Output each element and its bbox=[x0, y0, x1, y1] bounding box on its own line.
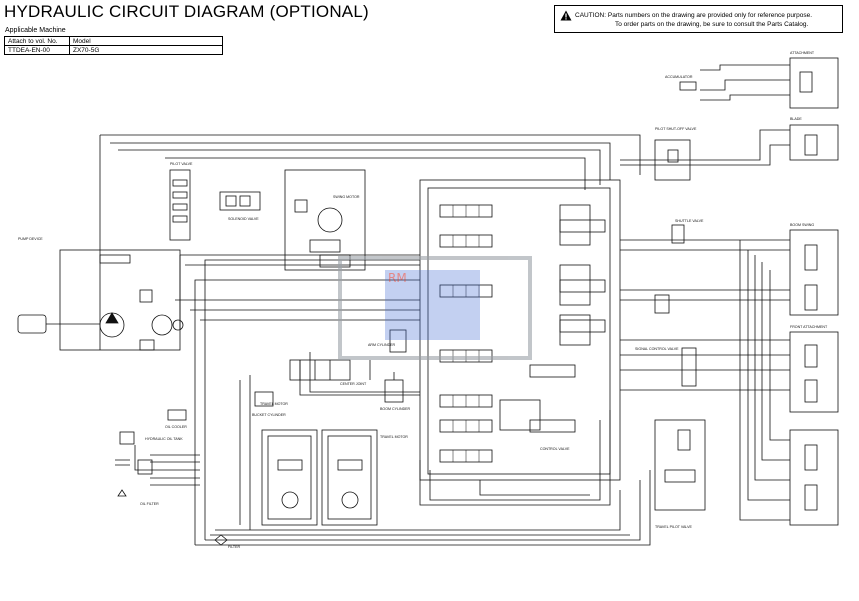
hydraulic-oil-tank-label: HYDRAULIC OIL TANK bbox=[145, 437, 183, 441]
center-joint-label: CENTER JOINT bbox=[340, 382, 367, 386]
boom-swing-label: BOOM SWING bbox=[790, 223, 814, 227]
hose-line bbox=[205, 480, 641, 541]
hose-line bbox=[165, 157, 586, 190]
oil-cooler bbox=[167, 409, 187, 421]
swing-motor bbox=[284, 169, 366, 271]
oil-filter-label: OIL FILTER bbox=[140, 502, 159, 506]
oil-cooler-label: OIL COOLER bbox=[165, 425, 187, 429]
hose-line bbox=[429, 420, 601, 501]
hose-line bbox=[299, 360, 420, 396]
pilot-shut-off-valve bbox=[654, 139, 691, 181]
hose-line bbox=[754, 255, 790, 481]
model-value: ZX70-5G bbox=[69, 45, 223, 55]
travel-motor-left-label: TRAVEL MOTOR bbox=[260, 402, 288, 406]
hose-line bbox=[761, 262, 790, 461]
center-joint bbox=[289, 359, 351, 381]
applicable-machine-label: Applicable Machine bbox=[5, 27, 66, 34]
control-valve bbox=[419, 179, 621, 481]
hose-line bbox=[419, 410, 611, 506]
hose-line bbox=[195, 470, 651, 546]
warning-triangle-icon bbox=[560, 10, 572, 21]
hose-line bbox=[620, 129, 790, 161]
hose-line bbox=[739, 240, 790, 521]
page-title: HYDRAULIC CIRCUIT DIAGRAM (OPTIONAL) bbox=[4, 2, 369, 21]
travel-motor-left bbox=[261, 429, 318, 526]
watermark-text: RM bbox=[388, 271, 407, 285]
bucket-cylinder bbox=[254, 391, 274, 407]
pilot-valve-label: PILOT VALVE bbox=[170, 162, 193, 166]
hydraulic-oil-tank bbox=[115, 431, 153, 497]
hose-line bbox=[700, 94, 790, 101]
watermark-logo: RM bbox=[338, 256, 532, 360]
hose-line bbox=[118, 149, 601, 185]
solenoid-valve bbox=[219, 191, 261, 211]
boom-cylinder bbox=[384, 372, 404, 403]
hose-line bbox=[134, 445, 200, 471]
front-attachment-label: FRONT ATTACHMENT bbox=[790, 325, 828, 329]
right-pilot-valves bbox=[789, 57, 839, 526]
caution-line-2: To order parts on the drawing, be sure t… bbox=[615, 21, 809, 28]
hose-line bbox=[309, 352, 420, 393]
signal-valve-label: SIGNAL CONTROL VALVE bbox=[635, 347, 679, 351]
arm-cylinder-label: ARM CYLINDER bbox=[368, 343, 396, 347]
solenoid-valve-label: SOLENOID VALVE bbox=[228, 217, 259, 221]
blade-label: BLADE bbox=[790, 117, 802, 121]
hose-line bbox=[179, 254, 420, 330]
pilot-valve bbox=[169, 169, 191, 241]
travel-pilot-valve bbox=[654, 419, 706, 511]
applicable-machine-table: Attach to vol. No. Model TTDEA-EN-00 ZX7… bbox=[4, 36, 223, 55]
hose-line bbox=[747, 250, 790, 501]
shuttle-valve-label: SHUTTLE VALVE bbox=[675, 219, 704, 223]
pump-device bbox=[17, 249, 184, 351]
caution-box: CAUTION: Parts numbers on the drawing ar… bbox=[554, 5, 843, 33]
hose-line bbox=[700, 79, 790, 91]
hose-line bbox=[620, 144, 790, 166]
hose-line bbox=[110, 142, 611, 180]
boom-cylinder-label: BOOM CYLINDER bbox=[380, 407, 411, 411]
hose-line bbox=[700, 64, 790, 71]
travel-motor-right-label: TRAVEL MOTOR bbox=[380, 435, 408, 439]
pump-label: PUMP DEVICE bbox=[18, 237, 43, 241]
pilot-shut-off-label: PILOT SHUT-OFF VALVE bbox=[655, 127, 697, 131]
attachment-label: ATTACHMENT bbox=[790, 51, 815, 55]
filter bbox=[214, 534, 228, 546]
swing-motor-label: SWING MOTOR bbox=[333, 195, 360, 199]
hose-line bbox=[479, 480, 590, 496]
arm-cylinder bbox=[389, 329, 407, 353]
hose-line bbox=[99, 134, 641, 350]
caution-line-1: CAUTION: Parts numbers on the drawing ar… bbox=[575, 12, 813, 19]
hose-line bbox=[194, 279, 420, 545]
hose-line bbox=[215, 490, 621, 531]
bucket-cylinder-label: BUCKET CYLINDER bbox=[252, 413, 286, 417]
accumulator bbox=[679, 81, 697, 91]
shuttle-valve bbox=[654, 224, 697, 387]
accumulator-label: ACCUMULATOR bbox=[665, 75, 693, 79]
travel-motor-right bbox=[321, 429, 378, 526]
filter-label: FILTER bbox=[228, 545, 241, 549]
control-valve-label: CONTROL VALVE bbox=[540, 447, 570, 451]
hose-line bbox=[769, 270, 790, 441]
travel-pilot-label: TRAVEL PILOT VALVE bbox=[655, 525, 693, 529]
